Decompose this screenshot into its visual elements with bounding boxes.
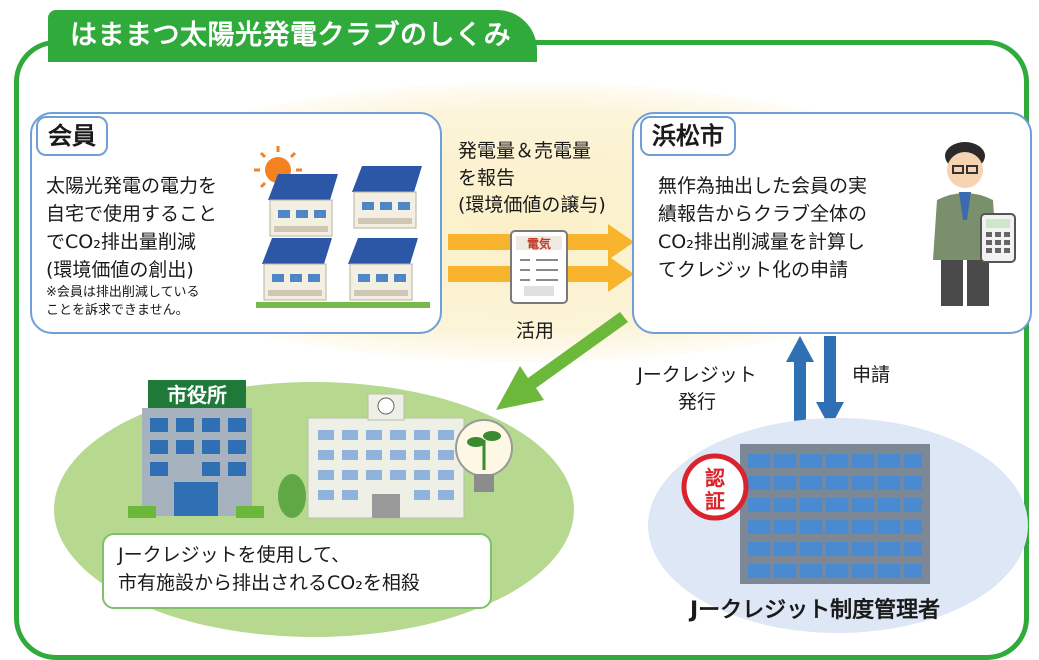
apply-arrow-down	[816, 336, 844, 428]
city-hall-illustration: 市役所	[128, 380, 513, 519]
page-title: はままつ太陽光発電クラブのしくみ	[48, 10, 538, 62]
administrator-building	[740, 444, 930, 584]
utilize-arrow	[496, 312, 628, 410]
report-line: を報告	[458, 167, 516, 189]
city-hall-note: Jークレジットを使用して、 市有施設から排出されるCO₂を相殺	[118, 541, 420, 597]
house-icon	[352, 166, 422, 229]
member-line: でCO₂排出量削減	[46, 231, 196, 253]
issue-arrow-up	[786, 336, 814, 428]
report-line: 発電量＆売電量	[458, 140, 592, 162]
city-hall-sign: 市役所	[167, 383, 227, 407]
house-icon	[268, 174, 338, 237]
city-line: てクレジット化の申請	[658, 259, 849, 281]
city-tag: 浜松市	[640, 116, 736, 156]
calculator-icon	[980, 213, 1016, 263]
official-with-calculator-illustration	[933, 142, 1016, 306]
stamp-char: 証	[705, 489, 725, 513]
administrator-label: Jークレジット制度管理者	[690, 598, 941, 623]
member-text: 太陽光発電の電力を 自宅で使用すること でCO₂排出量削減 (環境価値の創出) …	[46, 172, 217, 320]
city-hall-building: 市役所	[128, 380, 264, 518]
issue-label: Jークレジット 発行	[612, 362, 782, 416]
city-hall-note-line: 市有施設から排出されるCO₂を相殺	[118, 572, 420, 594]
houses-illustration	[254, 146, 430, 308]
report-line: (環境価値の譲与)	[458, 194, 606, 216]
city-line: 無作為抽出した会員の実	[658, 175, 868, 197]
city-hall-note-line: Jークレジットを使用して、	[118, 544, 351, 566]
grass-strip	[256, 302, 430, 308]
report-flow-label: 発電量＆売電量 を報告 (環境価値の譲与)	[458, 138, 606, 219]
credit-exchange-arrows	[786, 336, 844, 428]
member-line: (環境価値の創出)	[46, 259, 194, 281]
member-line: 自宅で使用すること	[46, 203, 218, 225]
city-line: 績報告からクラブ全体の	[658, 203, 868, 225]
certification-stamp-icon: 認 証	[681, 453, 749, 521]
document-header: 電気	[527, 236, 551, 251]
issue-line: 発行	[677, 391, 716, 413]
eco-lightbulb-icon	[455, 419, 513, 492]
member-note: ※会員は排出削減している	[46, 285, 200, 300]
member-line: 太陽光発電の電力を	[46, 175, 218, 197]
utilize-label: 活用	[516, 320, 555, 342]
clock-icon	[377, 397, 395, 415]
house-icon	[348, 238, 418, 301]
city-hall-note-box	[102, 533, 492, 609]
issue-line: Jークレジット	[637, 364, 757, 386]
stamp-char: 認	[705, 466, 725, 490]
member-tag: 会員	[36, 116, 108, 156]
facility-building	[278, 393, 465, 519]
document-icon: 電気	[510, 230, 568, 304]
apply-label: 申請	[852, 364, 891, 386]
city-text: 無作為抽出した会員の実 績報告からクラブ全体の CO₂排出削減量を計算し てクレ…	[658, 172, 867, 284]
member-note: ことを訴求できません。	[46, 303, 189, 318]
city-line: CO₂排出削減量を計算し	[658, 231, 865, 253]
house-icon	[262, 238, 332, 301]
